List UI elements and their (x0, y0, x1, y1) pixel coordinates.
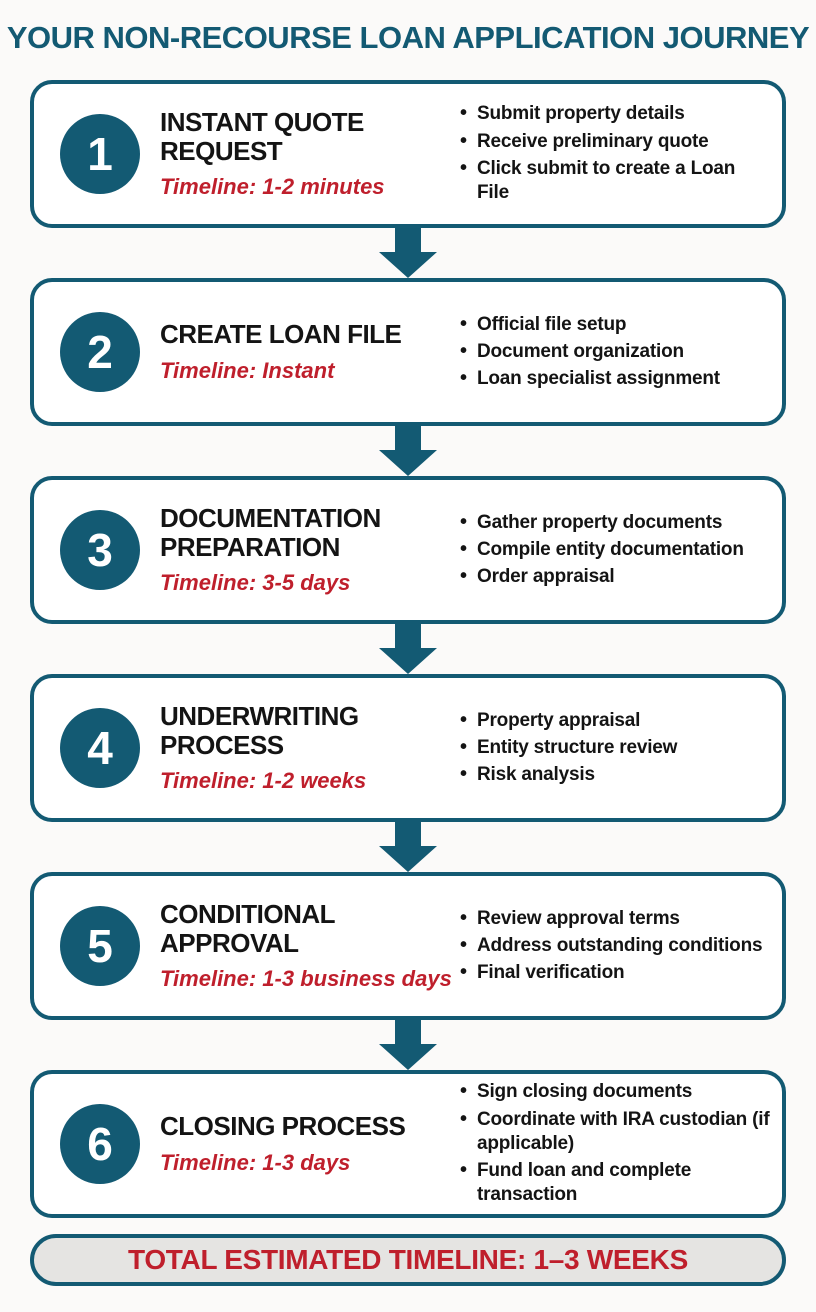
step-number-badge: 6 (60, 1104, 140, 1184)
bullet-item: Submit property details (458, 101, 770, 127)
step-timeline: Timeline: 1-2 minutes (160, 174, 385, 200)
bullet-item: Gather property documents (458, 510, 770, 536)
step-title: UNDERWRITING PROCESS (160, 700, 359, 760)
step-info: INSTANT QUOTE REQUEST Timeline: 1-2 minu… (160, 106, 450, 200)
bullet-item: Coordinate with IRA custodian (if applic… (458, 1107, 770, 1157)
bullet-list: Review approval terms Address outstandin… (458, 906, 770, 987)
step-info: CONDITIONAL APPROVAL Timeline: 1-3 busin… (160, 898, 452, 992)
page-title: YOUR NON-RECOURSE LOAN APPLICATION JOURN… (6, 20, 810, 55)
step-number: 6 (87, 1118, 113, 1170)
bullet-list: Submit property details Receive prelimin… (458, 101, 770, 206)
bullet-list: Sign closing documents Coordinate with I… (458, 1079, 770, 1208)
bullet-item: Order appraisal (458, 564, 770, 590)
down-arrow-icon (379, 624, 437, 674)
step-info: CREATE LOAN FILE Timeline: Instant (160, 320, 450, 383)
step-title: INSTANT QUOTE REQUEST (160, 106, 364, 166)
bullet-item: Compile entity documentation (458, 537, 770, 563)
step-info: CLOSING PROCESS Timeline: 1-3 days (160, 1112, 450, 1175)
bullet-list: Property appraisal Entity structure revi… (458, 708, 770, 789)
step-timeline: Timeline: Instant (160, 357, 335, 383)
step-info: DOCUMENTATION PREPARATION Timeline: 3-5 … (160, 502, 450, 596)
step-details: Submit property details Receive prelimin… (450, 99, 770, 208)
step-card-6: 6 CLOSING PROCESS Timeline: 1-3 days Sig… (30, 1070, 786, 1218)
bullet-item: Click submit to create a Loan File (458, 156, 770, 206)
bullet-list: Gather property documents Compile entity… (458, 510, 770, 591)
total-timeline-banner: TOTAL ESTIMATED TIMELINE: 1–3 WEEKS (30, 1234, 786, 1286)
bullet-list: Official file setup Document organizatio… (458, 312, 770, 393)
step-card-3: 3 DOCUMENTATION PREPARATION Timeline: 3-… (30, 476, 786, 624)
bullet-item: Property appraisal (458, 708, 770, 734)
bullet-item: Document organization (458, 339, 770, 365)
step-number-badge: 1 (60, 114, 140, 194)
total-timeline-label: TOTAL ESTIMATED TIMELINE: 1–3 WEEKS (128, 1244, 688, 1275)
step-number-badge: 3 (60, 510, 140, 590)
down-arrow-icon (379, 822, 437, 872)
flow-connector (30, 822, 786, 872)
step-number-badge: 4 (60, 708, 140, 788)
bullet-item: Risk analysis (458, 762, 770, 788)
step-number: 5 (87, 920, 113, 972)
bullet-item: Review approval terms (458, 906, 770, 932)
flow-connector (30, 1020, 786, 1070)
step-timeline: Timeline: 1-3 business days (160, 966, 452, 992)
bullet-item: Sign closing documents (458, 1079, 770, 1105)
step-details: Gather property documents Compile entity… (450, 508, 770, 593)
bullet-item: Address outstanding conditions (458, 933, 770, 959)
step-card-4: 4 UNDERWRITING PROCESS Timeline: 1-2 wee… (30, 674, 786, 822)
step-info: UNDERWRITING PROCESS Timeline: 1-2 weeks (160, 700, 450, 794)
step-timeline: Timeline: 1-3 days (160, 1149, 351, 1175)
step-card-1: 1 INSTANT QUOTE REQUEST Timeline: 1-2 mi… (30, 80, 786, 228)
step-card-2: 2 CREATE LOAN FILE Timeline: Instant Off… (30, 278, 786, 426)
down-arrow-icon (379, 426, 437, 476)
step-number: 3 (87, 524, 113, 576)
step-title: CONDITIONAL APPROVAL (160, 898, 335, 958)
down-arrow-icon (379, 228, 437, 278)
step-number: 1 (87, 128, 113, 180)
step-details: Review approval terms Address outstandin… (450, 904, 770, 989)
step-title: DOCUMENTATION PREPARATION (160, 502, 381, 562)
flow-connector (30, 624, 786, 674)
bullet-item: Final verification (458, 960, 770, 986)
bullet-item: Fund loan and complete transaction (458, 1158, 770, 1208)
step-number: 2 (87, 326, 113, 378)
step-card-5: 5 CONDITIONAL APPROVAL Timeline: 1-3 bus… (30, 872, 786, 1020)
step-details: Property appraisal Entity structure revi… (450, 706, 770, 791)
flow-connector (30, 228, 786, 278)
step-details: Sign closing documents Coordinate with I… (450, 1077, 770, 1211)
bullet-item: Official file setup (458, 312, 770, 338)
bullet-item: Entity structure review (458, 735, 770, 761)
down-arrow-icon (379, 1020, 437, 1070)
journey-flow: 1 INSTANT QUOTE REQUEST Timeline: 1-2 mi… (30, 80, 786, 1218)
step-details: Official file setup Document organizatio… (450, 310, 770, 395)
step-title: CREATE LOAN FILE (160, 319, 402, 350)
step-number: 4 (87, 722, 113, 774)
step-timeline: Timeline: 3-5 days (160, 570, 351, 596)
bullet-item: Receive preliminary quote (458, 129, 770, 155)
flow-connector (30, 426, 786, 476)
bullet-item: Loan specialist assignment (458, 366, 770, 392)
step-timeline: Timeline: 1-2 weeks (160, 768, 367, 794)
step-number-badge: 2 (60, 312, 140, 392)
step-title: CLOSING PROCESS (160, 1111, 406, 1142)
step-number-badge: 5 (60, 906, 140, 986)
